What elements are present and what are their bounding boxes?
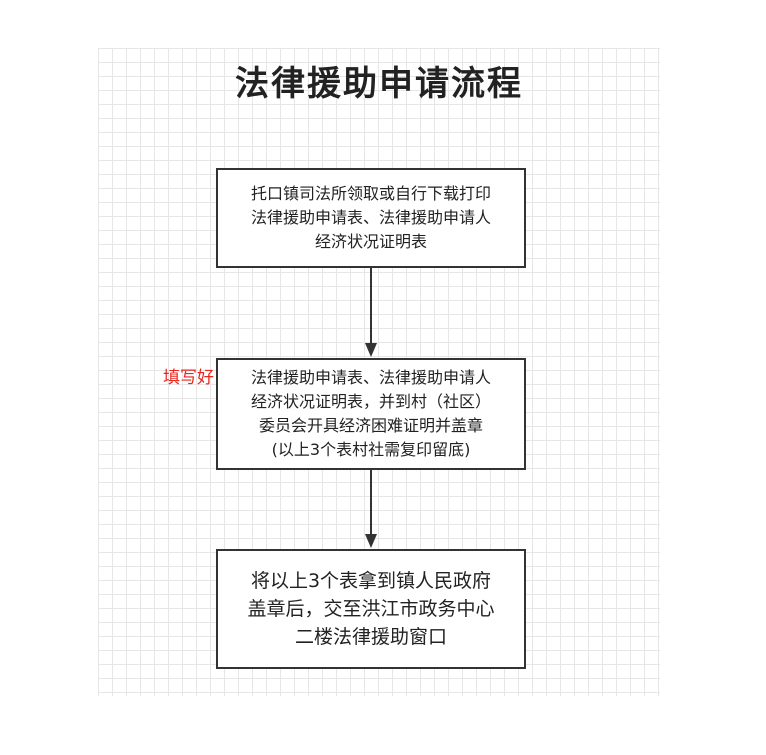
arrow-step1-to-step2	[365, 268, 377, 357]
step-3-line-2: 盖章后，交至洪江市政务中心	[247, 598, 495, 620]
step-2-line-4: (以上3个表村社需复印留底)	[271, 440, 471, 459]
fill-in-annotation: 填写好	[163, 368, 214, 388]
step-1-line-1: 托口镇司法所领取或自行下载打印	[250, 184, 491, 203]
step-1-box: 托口镇司法所领取或自行下载打印 法律援助申请表、法律援助申请人 经济状况证明表	[216, 168, 526, 268]
step-3-line-1: 将以上3个表拿到镇人民政府	[250, 570, 492, 592]
step-3-line-3: 二楼法律援助窗口	[294, 626, 447, 648]
step-1-line-2: 法律援助申请表、法律援助申请人	[250, 208, 491, 227]
flowchart-title: 法律援助申请流程	[235, 64, 523, 104]
step-2-box: 法律援助申请表、法律援助申请人 经济状况证明表，并到村（社区） 委员会开具经济困…	[216, 358, 526, 470]
arrow-step2-to-step3	[365, 470, 377, 548]
step-2-line-2: 经济状况证明表，并到村（社区）	[250, 392, 491, 411]
step-1-line-3: 经济状况证明表	[314, 232, 427, 251]
step-2-line-1: 法律援助申请表、法律援助申请人	[250, 368, 491, 387]
step-3-box: 将以上3个表拿到镇人民政府 盖章后，交至洪江市政务中心 二楼法律援助窗口	[216, 549, 526, 669]
step-2-line-3: 委员会开具经济困难证明并盖章	[258, 416, 483, 435]
